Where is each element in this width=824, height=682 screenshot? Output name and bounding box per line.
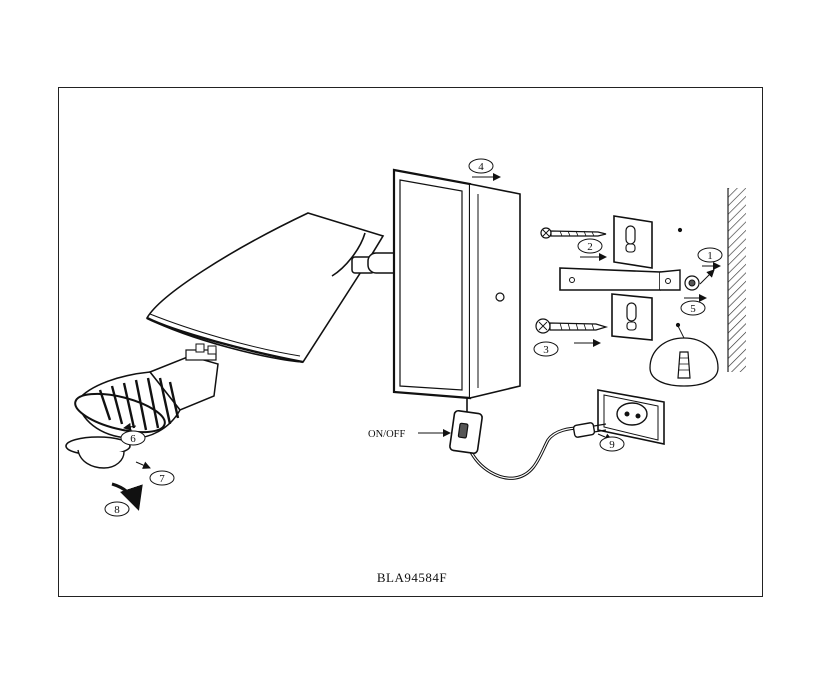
inline-switch (449, 409, 483, 455)
lower-screw (535, 318, 681, 334)
step-arrows (123, 173, 721, 431)
drawing-frame (58, 87, 763, 597)
wall-back-plate (392, 168, 521, 400)
plug (572, 422, 613, 441)
power-cable (466, 398, 581, 480)
upper-screw (540, 227, 683, 239)
retaining-ring (65, 436, 151, 469)
step-1: 1 (697, 247, 723, 263)
rotate-arrow (111, 482, 143, 511)
lower-bracket (611, 293, 653, 341)
step-1-number: 1 (707, 250, 713, 262)
lamp-shade (145, 212, 385, 364)
anchor-screw (684, 269, 715, 291)
step-7: 7 (149, 470, 175, 486)
wall-plug-detail (649, 325, 719, 387)
step-8: 8 (104, 501, 130, 517)
step-4-number: 4 (478, 161, 484, 173)
step-7-number: 7 (159, 473, 165, 485)
wall-hatched (727, 188, 746, 372)
step-5: 5 (680, 300, 706, 316)
step-9: 9 (599, 436, 625, 452)
step-2: 2 (577, 238, 603, 254)
wall-socket (597, 389, 665, 445)
gu10-bulb (74, 343, 219, 439)
step-5-number: 5 (690, 303, 696, 315)
step-6: 6 (120, 430, 146, 446)
step-9-number: 9 (609, 439, 615, 451)
step-8-number: 8 (114, 504, 120, 516)
model-code: BLA94584F (377, 570, 447, 585)
cross-bracket (559, 267, 681, 291)
step-2-number: 2 (587, 241, 593, 253)
step-6-number: 6 (130, 433, 136, 445)
step-3-number: 3 (543, 344, 549, 356)
step-4: 4 (468, 158, 494, 174)
on-off-label: ON/OFF (368, 429, 406, 440)
step-3: 3 (533, 341, 559, 357)
upper-bracket (613, 215, 653, 269)
